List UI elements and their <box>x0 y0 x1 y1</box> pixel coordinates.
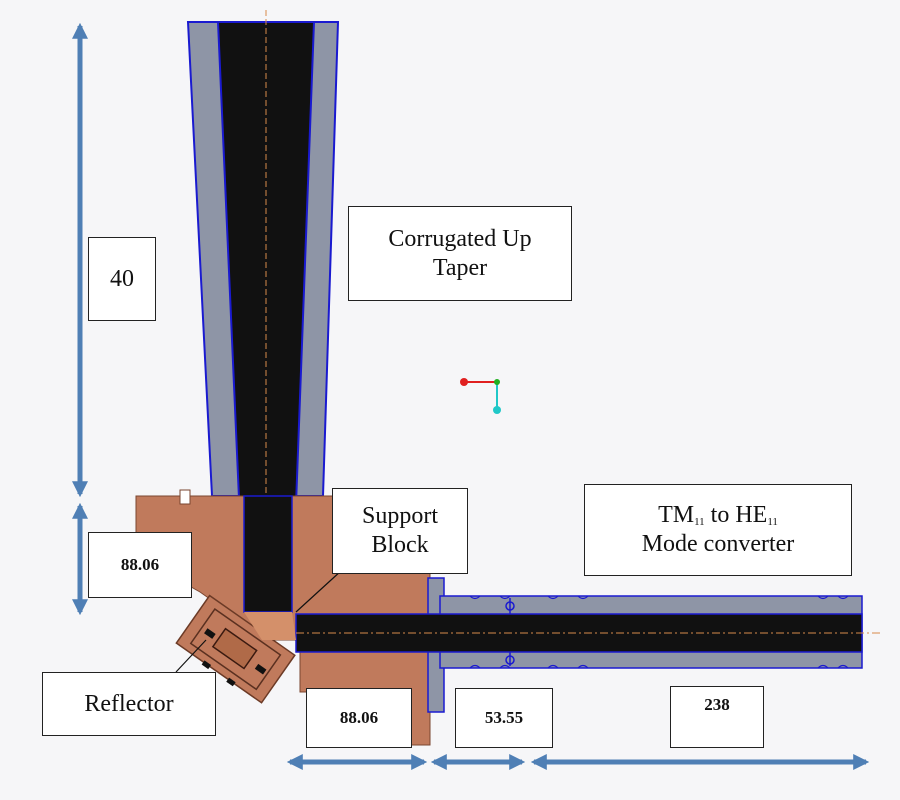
reflector-label: Reflector <box>42 672 216 736</box>
dimension-label-53: 53.55 <box>455 688 553 748</box>
dimension-value-88-horizontal: 88.06 <box>339 707 379 727</box>
reflector-inner-frame <box>189 607 282 691</box>
axis-cyan-dot <box>493 406 501 414</box>
taper-bore-lower <box>243 495 293 613</box>
reflector-screw <box>204 628 216 639</box>
taper-label-line2: Taper <box>432 254 488 281</box>
reflector-label-text: Reflector <box>84 690 174 717</box>
converter-tm-text: TM <box>658 502 695 529</box>
taper-label-line1: Corrugated Up <box>388 225 532 252</box>
support-label-line2: Block <box>371 532 429 558</box>
converter-joint-screw <box>505 655 515 665</box>
converter-joint-screw <box>505 601 515 611</box>
mode-converter-label: TM11 to HE11 Mode converter <box>584 484 852 576</box>
support-leader <box>295 569 343 613</box>
dimension-value-40: 40 <box>110 265 134 292</box>
reflector-screw <box>226 677 236 687</box>
converter-corrugation <box>469 595 849 669</box>
dimension-arrows <box>71 22 870 771</box>
axis-triad <box>460 378 501 414</box>
converter-label-line1: TM11 to HE11 <box>658 501 778 530</box>
reflector-leader <box>175 639 207 673</box>
reflector-assembly <box>175 594 296 704</box>
axis-red-dot <box>460 378 468 386</box>
dimension-label-40: 40 <box>88 237 156 321</box>
dimension-label-88-vertical: 88.06 <box>88 532 192 598</box>
dimension-value-238: 238 <box>704 695 730 714</box>
support-block-label: Support Block <box>332 488 468 574</box>
support-block-notch <box>179 489 191 505</box>
support-label-line1: Support <box>361 503 438 530</box>
corrugated-up-taper <box>186 10 340 613</box>
reflector-mirror <box>211 627 258 670</box>
axis-green-dot <box>494 379 500 385</box>
converter-tm-subscript: 11 <box>694 516 705 529</box>
corrugated-taper-label: Corrugated Up Taper <box>348 206 572 301</box>
bend-mirror-point <box>244 612 296 640</box>
converter-to-he-text: to HE <box>704 502 768 529</box>
dimension-value-88-vertical: 88.06 <box>120 554 160 574</box>
dimension-label-88-horizontal: 88.06 <box>306 688 412 748</box>
mode-converter <box>244 577 880 713</box>
dimension-label-238: 238 <box>670 686 764 748</box>
leader-lines <box>175 569 343 673</box>
reflector-screw <box>254 663 267 675</box>
dimension-value-53: 53.55 <box>484 707 524 727</box>
converter-label-line2: Mode converter <box>641 531 795 557</box>
converter-he-subscript: 11 <box>767 516 778 529</box>
reflector-screw <box>201 660 212 670</box>
